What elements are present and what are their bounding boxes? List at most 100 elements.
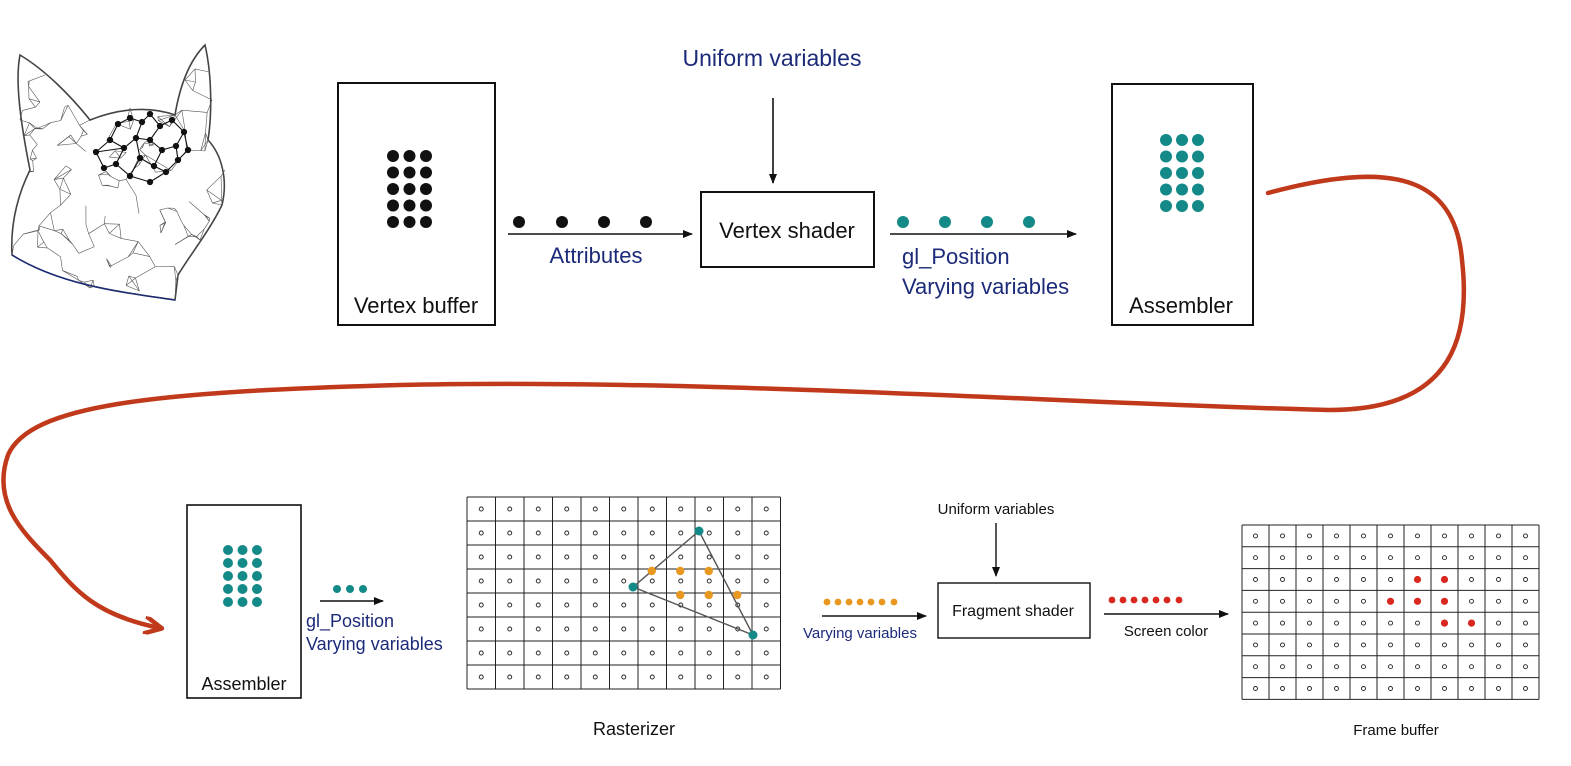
fragment-input-dot [890,598,898,606]
varying-variables-label: Varying variables [902,274,1069,299]
attribute-dot [513,216,525,228]
pixel-sample [478,602,484,608]
assembler-bottom-label: Assembler [201,674,286,694]
pixel-sample [507,554,513,560]
pixel-sample [678,506,684,512]
assembled-vertex-dot [1192,167,1204,179]
pixel-sample [1280,533,1285,539]
pixel-sample [763,602,769,608]
pixel-sample [1334,664,1339,670]
assembled-vertex-dot [1160,134,1172,146]
pixel-sample [1307,577,1312,582]
rasterizer-grid [466,496,781,690]
flow-connector-arrow [1,174,1467,628]
pixel-sample [535,554,541,560]
assembled-vertex-dot [223,558,233,568]
pixel-sample [564,554,570,560]
attribute-dots [513,216,652,228]
pixel-sample [678,674,684,680]
pixel-sample [1496,533,1501,539]
assembled-vertex-dot [237,558,248,568]
pixel-sample [649,506,655,512]
fragment-shader-box: Fragment shader [937,582,1091,639]
pixel-sample [592,674,598,680]
attribute-dot [598,216,610,228]
varying-dot [359,585,367,593]
pixel-sample [1334,642,1339,648]
vertex-dot [420,199,432,212]
pixel-sample [1496,577,1501,582]
pixel-sample [1280,577,1285,582]
pixel-sample [535,530,541,536]
pixel-sample [621,578,627,584]
assembled-vertex-dot [1160,167,1172,179]
pixel-sample [507,626,513,632]
assembled-vertex-dot [1176,200,1188,212]
assembled-vertex-dot [252,558,262,568]
pixel-sample [1361,620,1366,626]
screen-color-dot [1163,596,1171,604]
pixel-sample [1388,620,1393,626]
fragment-input-dot [845,598,853,606]
assembled-vertex-dot [223,545,233,555]
pixel-sample [535,674,541,680]
pixel-sample [1388,555,1393,561]
pixel-sample [621,626,627,632]
pixel-sample [735,650,741,656]
vertex-dot [387,199,399,212]
pixel-sample [621,674,627,680]
colored-pixel [1440,619,1449,627]
pixel-sample [535,626,541,632]
pixel-sample [1280,642,1285,648]
pixel-sample [649,674,655,680]
pixel-sample [706,578,712,584]
assembled-vertex-dot [1176,167,1188,179]
cat-head-wireframe-icon [10,43,226,301]
vertex-dot [403,183,416,195]
uniform-variables-bottom-label: Uniform variables [938,501,1055,518]
pixel-sample [1496,620,1501,626]
pixel-sample [1523,642,1528,648]
pixel-sample [1334,598,1339,604]
rasterizer-triangle-vertices [628,526,758,640]
pixel-sample [1388,686,1393,691]
pixel-sample [1388,577,1393,582]
rasterized-fragment [647,566,656,576]
pixel-sample [535,602,541,608]
pixel-sample [1280,620,1285,626]
pixel-sample [1442,533,1447,539]
assembled-vertex-dot [252,571,262,581]
pixel-sample [678,578,684,584]
assembled-vertex-dot [1176,134,1188,146]
pixel-sample [1415,533,1420,539]
assembler-dots [1160,134,1204,212]
pixel-sample [507,674,513,680]
pixel-sample [1280,664,1285,670]
pixel-sample [1307,686,1312,691]
pixel-sample [592,626,598,632]
attribute-dot [556,216,568,228]
pixel-sample [1334,533,1339,539]
pixel-sample [1523,664,1528,670]
pixel-sample [1307,664,1312,670]
pixel-sample [1496,686,1501,691]
pixel-sample [1523,686,1528,691]
pixel-sample [1496,642,1501,648]
pixel-sample [735,674,741,680]
assembler-bottom-dots [223,545,262,607]
vertex-dot [403,150,416,162]
rasterized-fragment [704,566,713,576]
varying-dot [897,216,909,228]
pixel-sample [1415,620,1420,626]
pixel-sample [535,578,541,584]
assembled-vertex-dot [223,571,233,581]
colored-pixel [1386,597,1395,605]
pixel-sample [1442,664,1447,670]
pixel-sample [1361,642,1366,648]
pixel-sample [507,530,513,536]
pixel-sample [706,674,712,680]
pixel-sample [1334,686,1339,691]
pixel-sample [1496,664,1501,670]
fragment-input-dot [823,598,831,606]
pixel-sample [706,626,712,632]
